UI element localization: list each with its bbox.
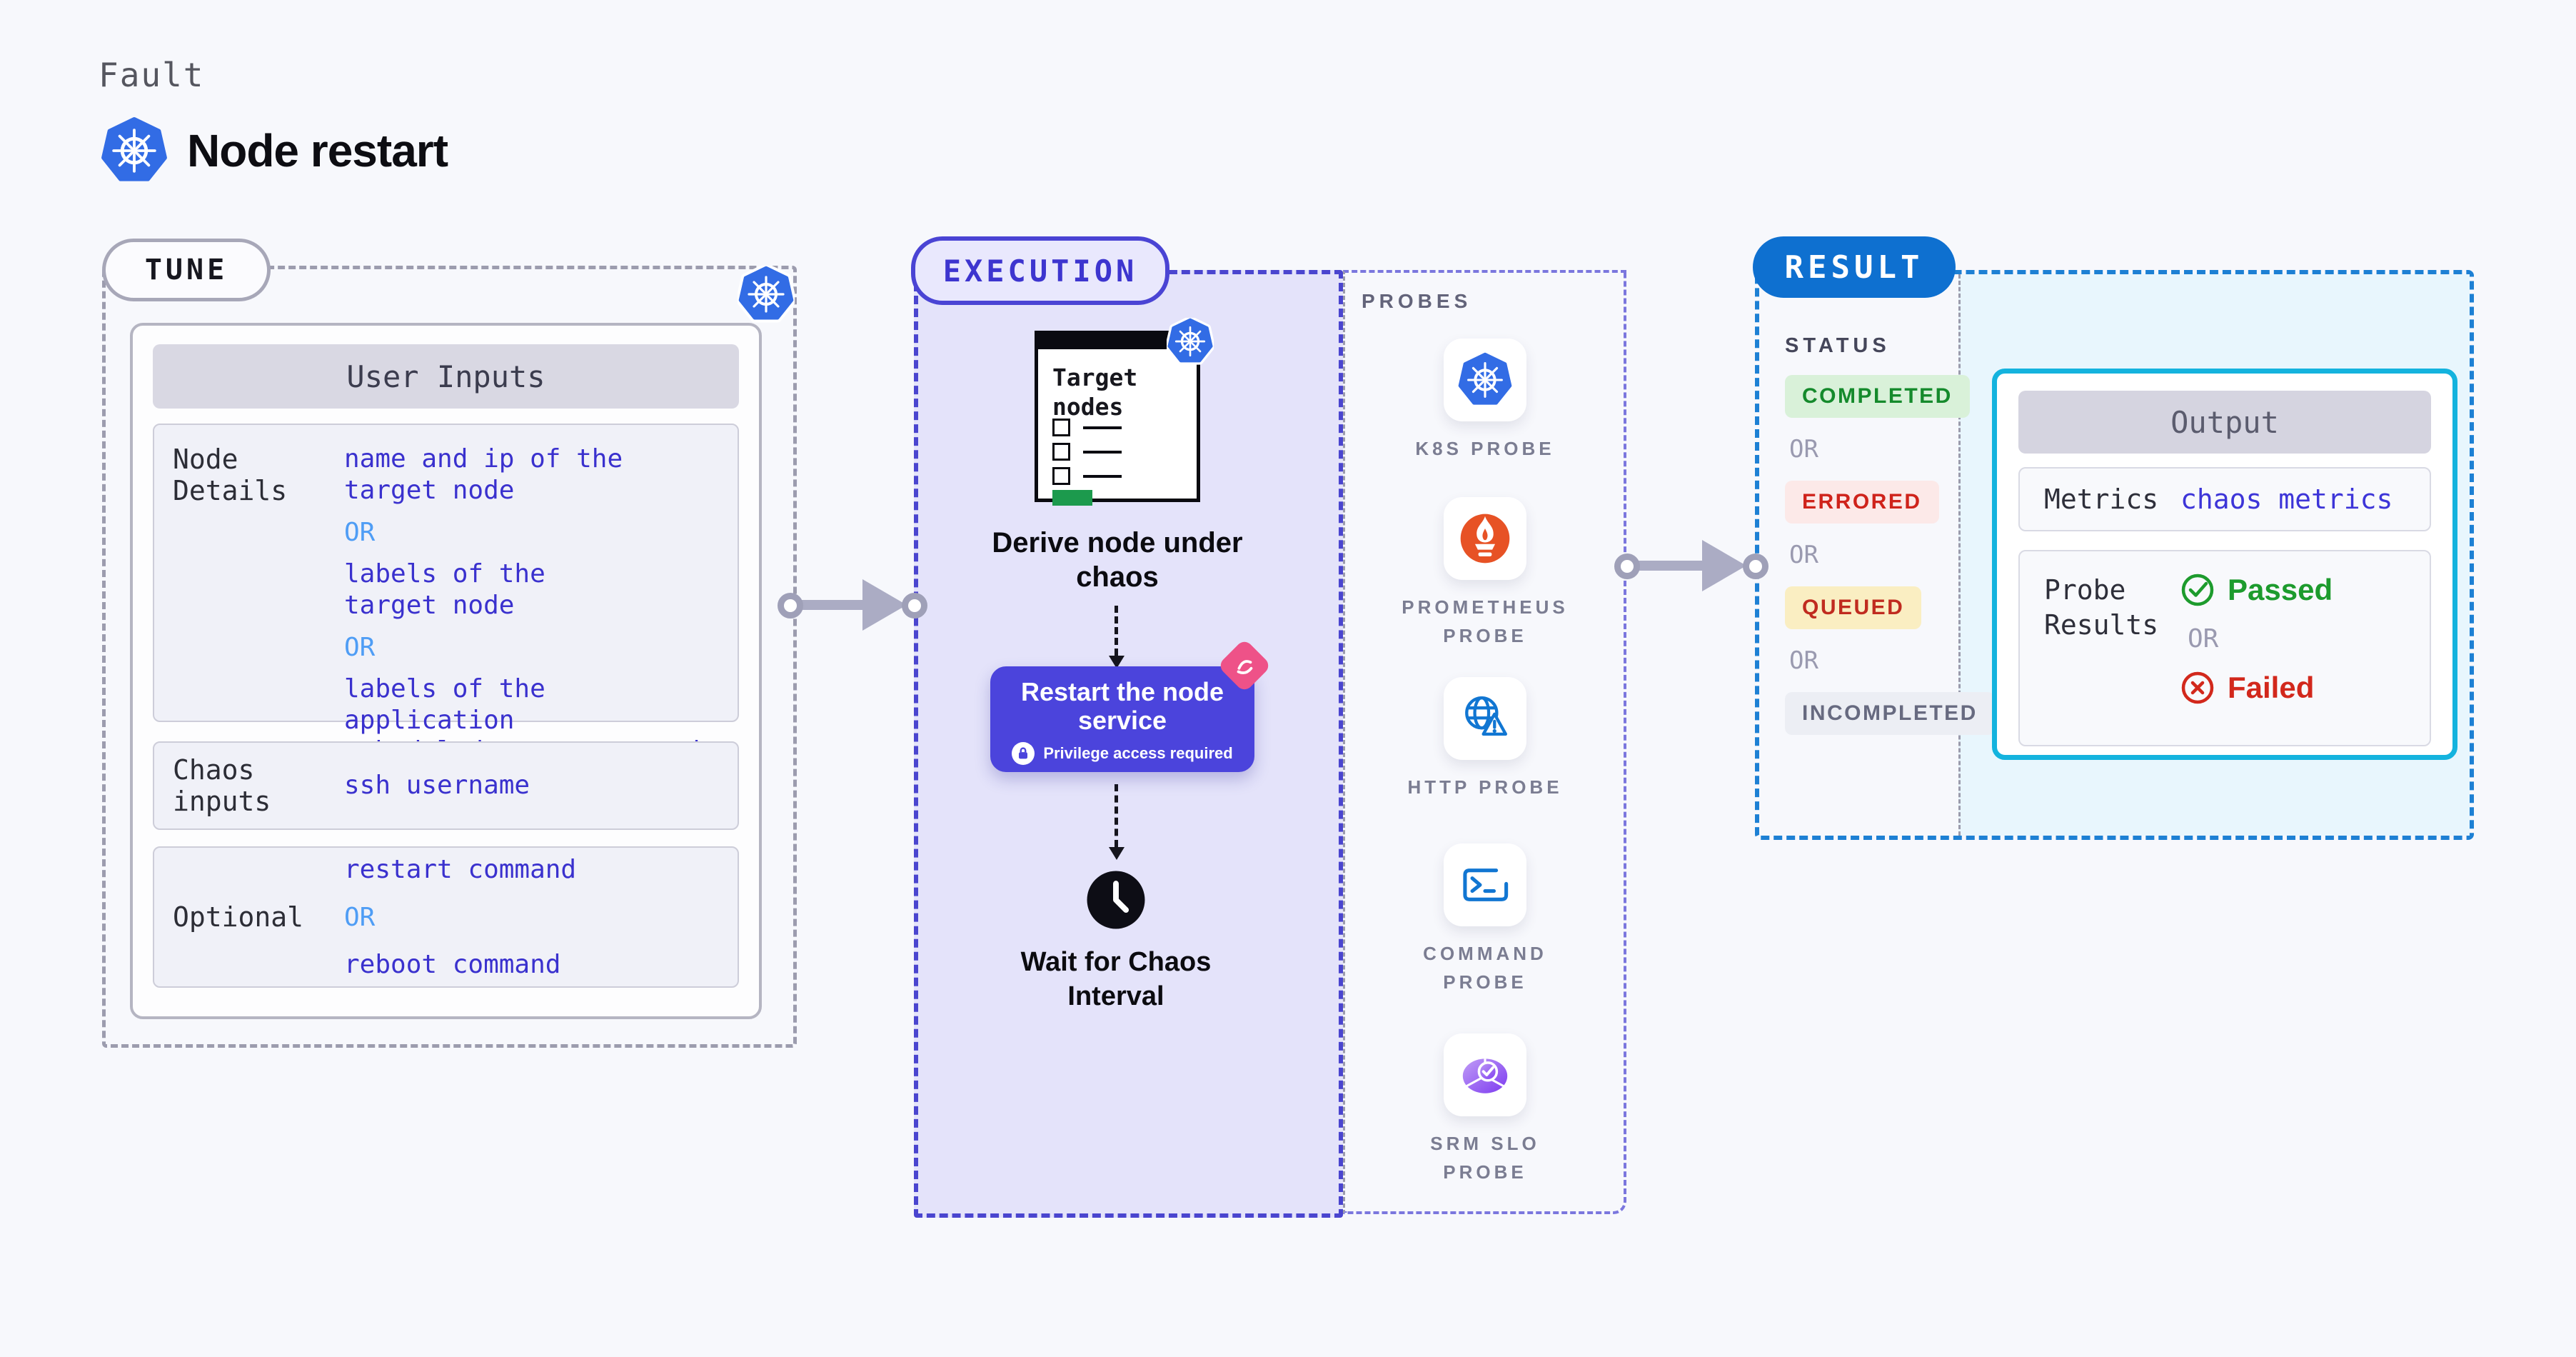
- probe-card: [1444, 339, 1526, 421]
- probe-label: SRM SLO PROBE: [1430, 1133, 1540, 1183]
- probes-section-box: [1343, 270, 1626, 1214]
- result-section-pill: RESULT: [1753, 236, 1956, 298]
- tune-section-pill: TUNE: [102, 239, 271, 301]
- table-row-optional: Optional restart command OR reboot comma…: [153, 846, 739, 988]
- flow-arrow-head: [1109, 656, 1125, 669]
- failed-label: Failed: [2228, 671, 2315, 704]
- kubernetes-icon: [1457, 352, 1513, 408]
- probe-label: HTTP PROBE: [1407, 776, 1563, 798]
- table-row-chaos-inputs: Chaos inputs ssh username: [153, 741, 739, 830]
- flow-arrow-head: [1109, 847, 1125, 860]
- status-badge-errored: ERRORED: [1785, 481, 1939, 524]
- lock-icon: [1012, 741, 1035, 765]
- terminal-icon: [1457, 857, 1513, 913]
- or-separator: OR: [344, 902, 376, 932]
- probe-item-http: HTTP PROBE: [1374, 677, 1596, 801]
- arrow-shaft: [1629, 561, 1708, 571]
- row-label: Chaos inputs: [173, 754, 271, 817]
- flow-dotted-line: [1115, 784, 1118, 847]
- wait-chaos-interval-label: Wait for Chaos Interval: [1020, 947, 1212, 1011]
- table-row-probe-results: Probe Results Passed OR Failed: [2018, 550, 2431, 746]
- row-label: Probe Results: [2044, 574, 2159, 641]
- connector-dot: [778, 593, 803, 619]
- check-circle-icon: [2180, 573, 2215, 607]
- restart-step-title: Restart the node service: [1020, 677, 1224, 736]
- connector-dot: [1743, 554, 1769, 579]
- or-separator: OR: [2188, 624, 2219, 654]
- probe-item-k8s: K8S PROBE: [1374, 339, 1596, 463]
- target-nodes-title: Target nodes: [1052, 364, 1138, 421]
- slo-pie-check-icon: [1457, 1047, 1513, 1103]
- probe-item-srm-slo: SRM SLO PROBE: [1374, 1033, 1596, 1187]
- status-badge-completed: COMPLETED: [1785, 375, 1970, 418]
- arrow-head: [862, 579, 907, 631]
- row-label: Metrics: [2044, 484, 2159, 515]
- flow-dotted-line: [1115, 606, 1118, 656]
- kubernetes-icon: [738, 266, 795, 323]
- row-value: name and ip of the target node: [344, 444, 623, 505]
- probe-card: [1444, 1033, 1526, 1116]
- metrics-value: chaos metrics: [2180, 484, 2393, 515]
- row-label: Optional: [173, 901, 304, 933]
- fault-eyebrow-label: Fault: [99, 56, 205, 94]
- status-heading: STATUS: [1785, 334, 1891, 357]
- checkbox-row: [1052, 467, 1122, 485]
- probe-card: [1444, 843, 1526, 926]
- page-title: Node restart: [187, 125, 448, 176]
- arrow-shaft: [793, 600, 868, 610]
- privilege-note: Privilege access required: [1043, 743, 1233, 762]
- table-row-node-details: Node Details name and ip of the target n…: [153, 424, 739, 766]
- progress-bar: [1052, 490, 1092, 506]
- failed-result: Failed: [2180, 671, 2333, 705]
- row-value: ssh username: [344, 771, 530, 801]
- checkbox-row: [1052, 443, 1122, 461]
- probes-heading: PROBES: [1362, 290, 1472, 312]
- execution-section-pill: EXECUTION: [911, 236, 1169, 305]
- kubernetes-icon: [100, 116, 168, 185]
- probe-item-prometheus: PROMETHEUS PROBE: [1374, 497, 1596, 651]
- probe-card: [1444, 677, 1526, 760]
- probe-card: [1444, 497, 1526, 580]
- probe-item-command: COMMAND PROBE: [1374, 843, 1596, 997]
- restart-node-service-step: Restart the node service Privilege acces…: [990, 666, 1254, 772]
- or-separator: OR: [344, 632, 376, 662]
- globe-warning-icon: [1457, 691, 1513, 746]
- row-label: Node Details: [173, 444, 288, 506]
- output-table: Output Metrics chaos metrics Probe Resul…: [1992, 369, 2457, 760]
- x-circle-icon: [2180, 671, 2215, 705]
- prometheus-icon: [1457, 511, 1513, 566]
- passed-result: Passed: [2180, 573, 2333, 607]
- derive-node-step-label: Derive node under chaos: [992, 527, 1243, 593]
- row-value: restart command: [344, 854, 577, 884]
- clock-icon: [1085, 868, 1147, 931]
- tune-section-box: [102, 266, 797, 1048]
- connector-dot: [1614, 554, 1640, 579]
- status-badge-queued: QUEUED: [1785, 586, 1922, 629]
- user-inputs-table: User Inputs Node Details name and ip of …: [130, 323, 762, 1019]
- or-separator: OR: [344, 517, 376, 547]
- probe-label: PROMETHEUS PROBE: [1402, 596, 1569, 647]
- arrow-head: [1702, 540, 1746, 591]
- status-column: STATUS COMPLETED OR ERRORED OR QUEUED OR…: [1785, 334, 1995, 735]
- or-separator: OR: [1789, 541, 1818, 569]
- title-row: Node restart: [100, 116, 448, 185]
- probe-label: COMMAND PROBE: [1423, 943, 1547, 993]
- or-separator: OR: [1789, 646, 1818, 675]
- checkbox-row: [1052, 419, 1122, 436]
- kubernetes-icon: [1167, 318, 1214, 365]
- passed-label: Passed: [2228, 573, 2333, 606]
- privilege-note-row: Privilege access required: [990, 741, 1254, 765]
- table-row-metrics: Metrics chaos metrics: [2018, 467, 2431, 531]
- probe-label: K8S PROBE: [1415, 438, 1555, 459]
- output-header: Output: [2018, 391, 2431, 454]
- row-value: reboot command: [344, 949, 561, 979]
- row-value: labels of the target node: [344, 559, 545, 620]
- status-badge-incompleted: INCOMPLETED: [1785, 692, 1995, 735]
- user-inputs-header: User Inputs: [153, 344, 739, 409]
- connector-dot: [902, 593, 927, 619]
- or-separator: OR: [1789, 435, 1818, 464]
